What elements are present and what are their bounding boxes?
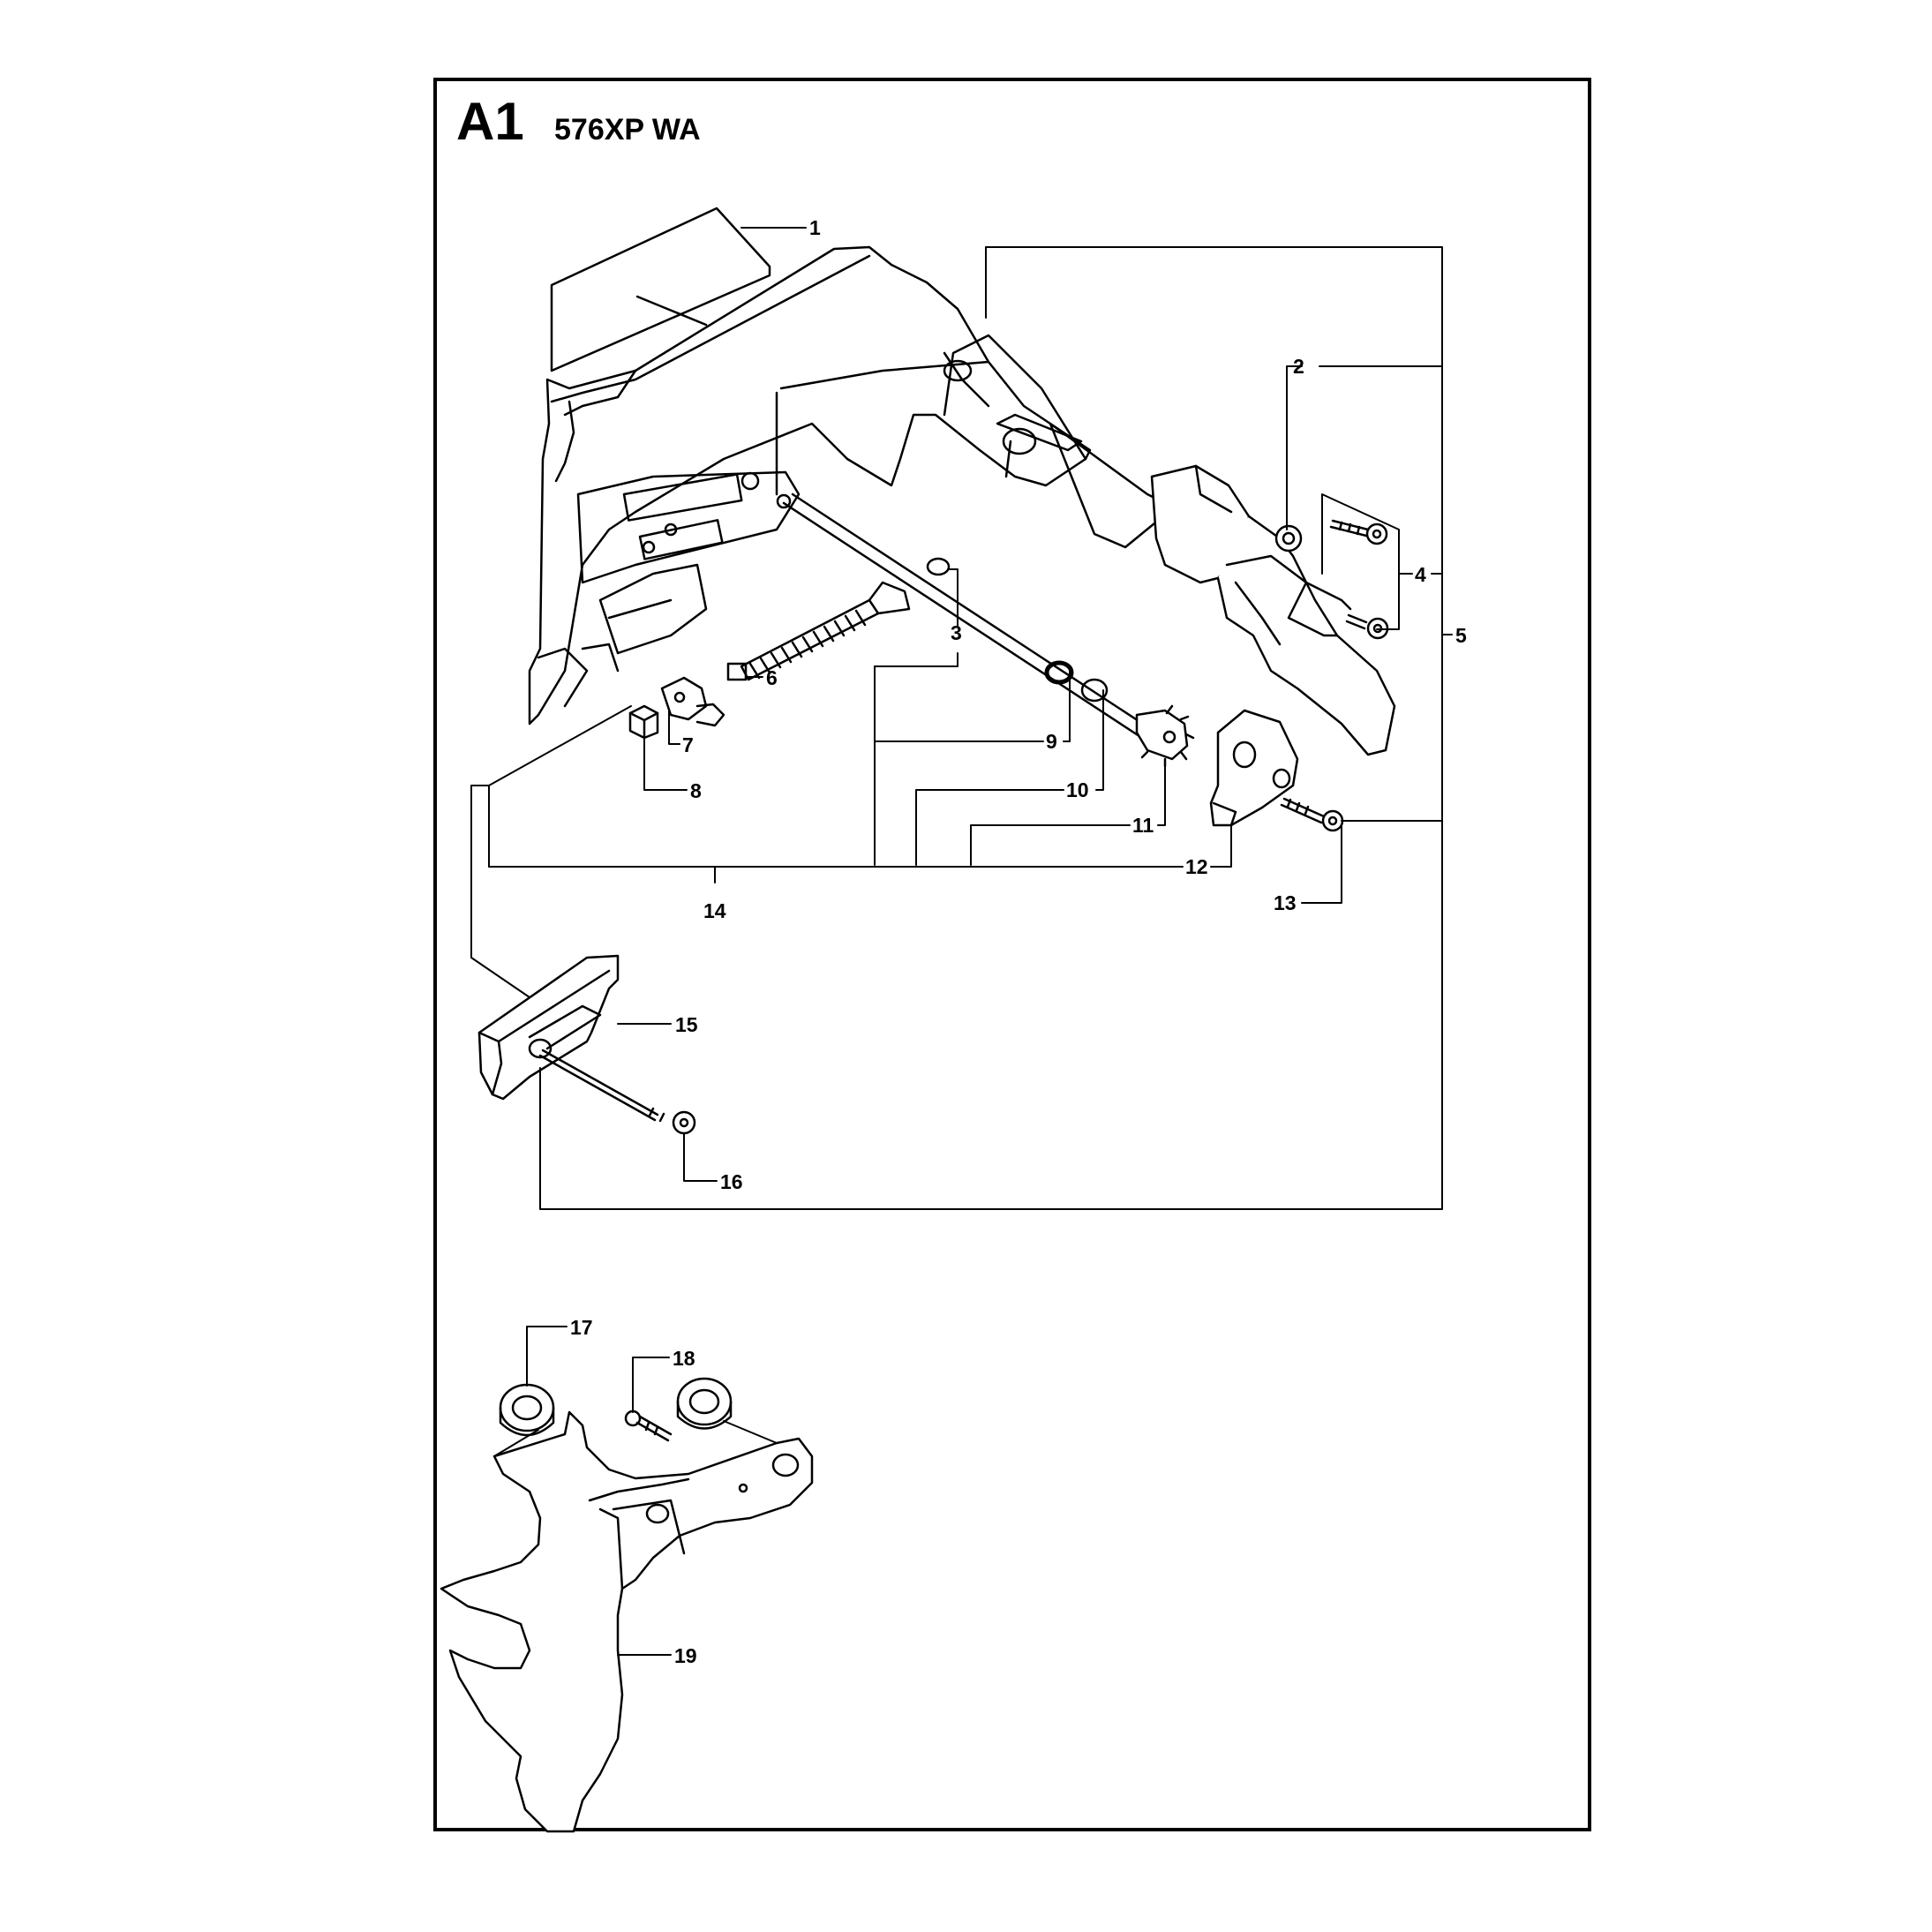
part-15-guide-plate	[477, 954, 620, 1101]
part-5-chain-brake-cover	[528, 245, 1092, 725]
part-16-screw	[538, 1049, 696, 1135]
chain-tensioner-rod	[782, 492, 1158, 743]
part-6-tensioner-screw	[726, 581, 911, 681]
part-10-washer	[1080, 678, 1109, 703]
callout-9: 9	[1046, 730, 1057, 753]
part-8-sleeve	[628, 704, 659, 740]
callout-18: 18	[673, 1347, 695, 1370]
part-11-gear	[1135, 704, 1195, 768]
part-5-brake-band-assembly	[1049, 422, 1396, 756]
callout-5: 5	[1455, 624, 1467, 647]
part-19-bumper-spike	[440, 1410, 814, 1833]
callout-6: 6	[766, 666, 778, 689]
callout-14: 14	[703, 899, 726, 922]
callout-16: 16	[720, 1170, 743, 1193]
callout-12: 12	[1185, 855, 1208, 878]
part-4-screws	[1329, 519, 1389, 640]
diagram-frame	[433, 78, 1591, 1831]
part-17-nut	[499, 1383, 555, 1437]
section-code: A1	[456, 92, 524, 151]
callout-17: 17	[570, 1316, 593, 1339]
part-9-o-ring	[1044, 660, 1074, 685]
callout-19: 19	[674, 1644, 697, 1667]
callout-3: 3	[951, 621, 962, 644]
part-12-cover-plate	[1209, 709, 1299, 827]
part-18-nut	[676, 1377, 733, 1430]
part-7-tensioner-nut	[660, 676, 725, 727]
part-18-screw	[624, 1410, 673, 1442]
callout-4: 4	[1415, 563, 1426, 586]
callouts: 1 2 3 4 5 6 7 8 9 10 11 12 13 14 15 16 1…	[570, 216, 1467, 1667]
callout-10: 10	[1066, 778, 1089, 801]
callout-11: 11	[1132, 814, 1154, 837]
model-name: 576XP WA	[554, 113, 701, 147]
callout-1: 1	[809, 216, 821, 239]
callout-15: 15	[675, 1013, 698, 1036]
part-13-screw	[1280, 797, 1344, 832]
callout-8: 8	[690, 779, 702, 802]
part-1-decal	[550, 207, 771, 372]
callout-7: 7	[682, 733, 694, 756]
part-3-washer	[926, 557, 951, 576]
callout-13: 13	[1274, 891, 1297, 914]
leader-lines	[470, 227, 1453, 1656]
callout-2: 2	[1293, 355, 1304, 378]
